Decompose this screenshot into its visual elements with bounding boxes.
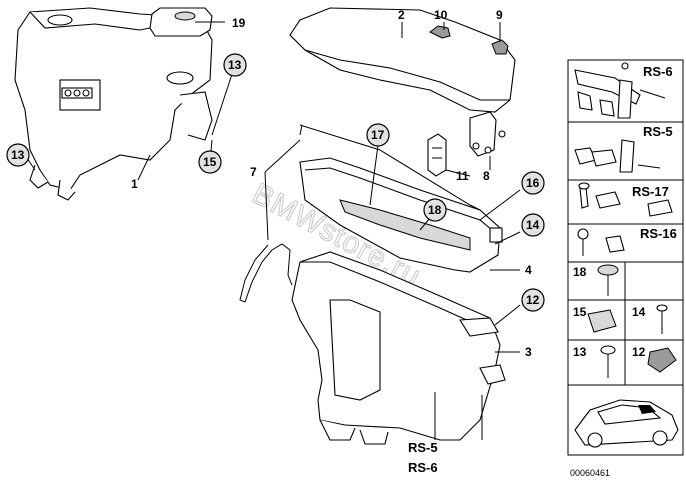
part-2-lid <box>289 7 516 113</box>
label-part-4: 4 <box>525 263 532 277</box>
svg-text:16: 16 <box>526 176 540 190</box>
label-part-2: 2 <box>398 8 405 22</box>
label-part-9: 9 <box>496 8 503 22</box>
side-label-18: 18 <box>573 265 587 279</box>
svg-text:13: 13 <box>11 148 25 162</box>
part-11-hinge <box>427 133 447 177</box>
callout-12: 12 <box>521 288 545 312</box>
svg-text:18: 18 <box>428 203 442 217</box>
label-part-3: 3 <box>525 345 532 359</box>
label-part-1: 1 <box>131 177 138 191</box>
side-panel: RS-6 RS-5 RS-17 RS-16 18 15 14 13 12 <box>567 59 684 456</box>
callout-17: 17 <box>366 123 390 147</box>
callout-13-a: 13 <box>6 143 30 167</box>
label-part-10: 10 <box>434 8 448 22</box>
callout-18: 18 <box>423 198 447 222</box>
part-7-seal <box>239 124 481 303</box>
svg-text:13: 13 <box>228 58 242 72</box>
label-part-7: 7 <box>250 165 257 179</box>
side-label-rs-5: RS-5 <box>643 124 673 139</box>
side-label-rs-16: RS-16 <box>640 226 677 241</box>
callout-16: 16 <box>521 171 545 195</box>
part-10-cap <box>429 25 451 39</box>
diagram-reference-number: 00060461 <box>570 468 610 478</box>
svg-text:14: 14 <box>526 218 540 232</box>
label-part-11: 11 <box>456 169 469 183</box>
side-label-13: 13 <box>573 345 587 359</box>
part-4-tray <box>299 157 503 273</box>
callout-13-b: 13 <box>223 53 247 77</box>
svg-text:12: 12 <box>526 293 540 307</box>
label-part-19: 19 <box>232 16 246 30</box>
part-1-back-panel <box>14 7 213 201</box>
svg-text:15: 15 <box>203 155 217 169</box>
callout-14: 14 <box>521 213 545 237</box>
svg-text:17: 17 <box>371 128 385 142</box>
side-label-14: 14 <box>632 305 646 319</box>
label-rs-5-bottom: RS-5 <box>408 440 438 455</box>
side-label-15: 15 <box>573 305 587 319</box>
label-part-8: 8 <box>483 169 490 183</box>
part-8-hinge <box>469 111 506 157</box>
side-label-rs-17: RS-17 <box>632 184 669 199</box>
side-label-rs-6: RS-6 <box>643 64 673 79</box>
label-rs-6-bottom: RS-6 <box>408 460 438 475</box>
callout-15: 15 <box>198 150 222 174</box>
part-3-box <box>291 251 506 445</box>
side-label-12: 12 <box>632 345 646 359</box>
part-19-cover <box>149 7 213 37</box>
